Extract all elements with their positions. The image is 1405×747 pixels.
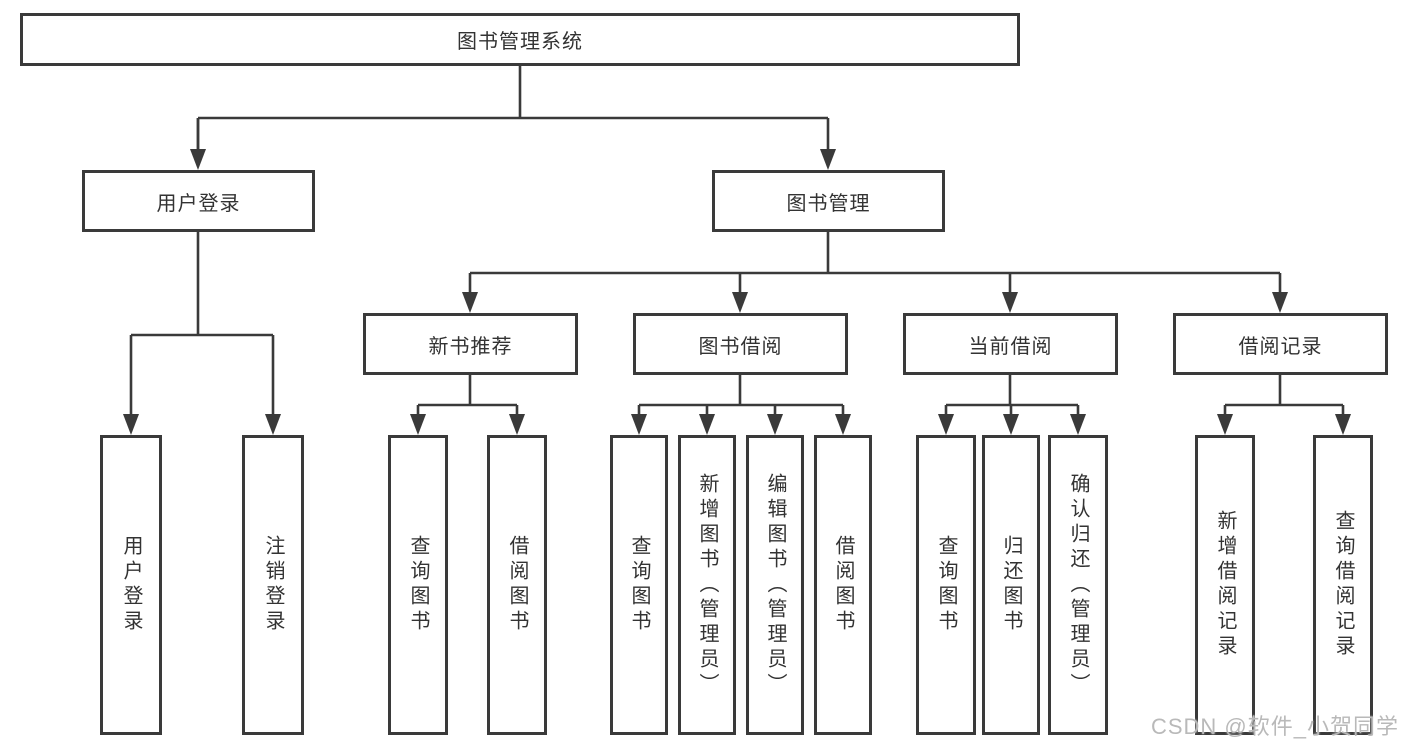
leaf-borrow-books-2-label: 借阅图书 (832, 535, 854, 635)
node-book-management-label: 图书管理 (786, 192, 871, 215)
leaf-query-borrow-record: 查询借阅记录 (1313, 435, 1373, 735)
leaf-user-login-label: 用户登录 (120, 535, 142, 635)
leaf-confirm-return-admin-label: 确认归还（管理员） (1067, 472, 1089, 698)
node-new-book-recommend: 新书推荐 (363, 313, 578, 375)
leaf-query-books-1: 查询图书 (388, 435, 448, 735)
leaf-borrow-books-2: 借阅图书 (814, 435, 872, 735)
leaf-query-books-3: 查询图书 (916, 435, 976, 735)
leaf-logout-label: 注销登录 (262, 535, 284, 635)
node-current-borrow-label: 当前借阅 (968, 335, 1053, 358)
leaf-query-books-2: 查询图书 (610, 435, 668, 735)
edge-user-login (129, 232, 275, 418)
leaf-confirm-return-admin: 确认归还（管理员） (1048, 435, 1108, 735)
node-user-login-label: 用户登录 (156, 192, 241, 215)
node-user-login: 用户登录 (82, 170, 315, 232)
edge-root (196, 65, 830, 152)
leaf-query-books-3-label: 查询图书 (935, 535, 957, 635)
leaf-return-books-label: 归还图书 (1000, 535, 1022, 635)
node-borrow-records: 借阅记录 (1173, 313, 1388, 375)
leaf-query-books-1-label: 查询图书 (407, 535, 429, 635)
edge-book-borrow (637, 375, 845, 418)
leaf-add-books-admin-label: 新增图书（管理员） (696, 472, 718, 698)
node-root-system-label: 图书管理系统 (457, 31, 583, 53)
edge-book-mgmt (468, 232, 1282, 296)
leaf-return-books: 归还图书 (982, 435, 1040, 735)
leaf-borrow-books-1-label: 借阅图书 (506, 535, 528, 635)
leaf-edit-books-admin-label: 编辑图书（管理员） (764, 472, 786, 698)
node-book-borrow: 图书借阅 (633, 313, 848, 375)
leaf-add-borrow-record: 新增借阅记录 (1195, 435, 1255, 735)
leaf-query-books-2-label: 查询图书 (628, 535, 650, 635)
leaf-query-borrow-record-label: 查询借阅记录 (1332, 510, 1354, 660)
node-borrow-records-label: 借阅记录 (1238, 335, 1323, 358)
edge-current-borrow (944, 375, 1080, 418)
leaf-add-borrow-record-label: 新增借阅记录 (1214, 510, 1236, 660)
edge-borrow-records (1223, 375, 1345, 418)
node-current-borrow: 当前借阅 (903, 313, 1118, 375)
node-root-system: 图书管理系统 (20, 13, 1020, 66)
leaf-edit-books-admin: 编辑图书（管理员） (746, 435, 804, 735)
node-book-borrow-label: 图书借阅 (698, 335, 783, 358)
node-book-management: 图书管理 (712, 170, 945, 232)
arrowheads (123, 149, 1351, 435)
leaf-add-books-admin: 新增图书（管理员） (678, 435, 736, 735)
leaf-borrow-books-1: 借阅图书 (487, 435, 547, 735)
leaf-user-login: 用户登录 (100, 435, 162, 735)
node-new-book-recommend-label: 新书推荐 (428, 335, 513, 358)
leaf-logout: 注销登录 (242, 435, 304, 735)
edge-new-book (416, 375, 519, 418)
